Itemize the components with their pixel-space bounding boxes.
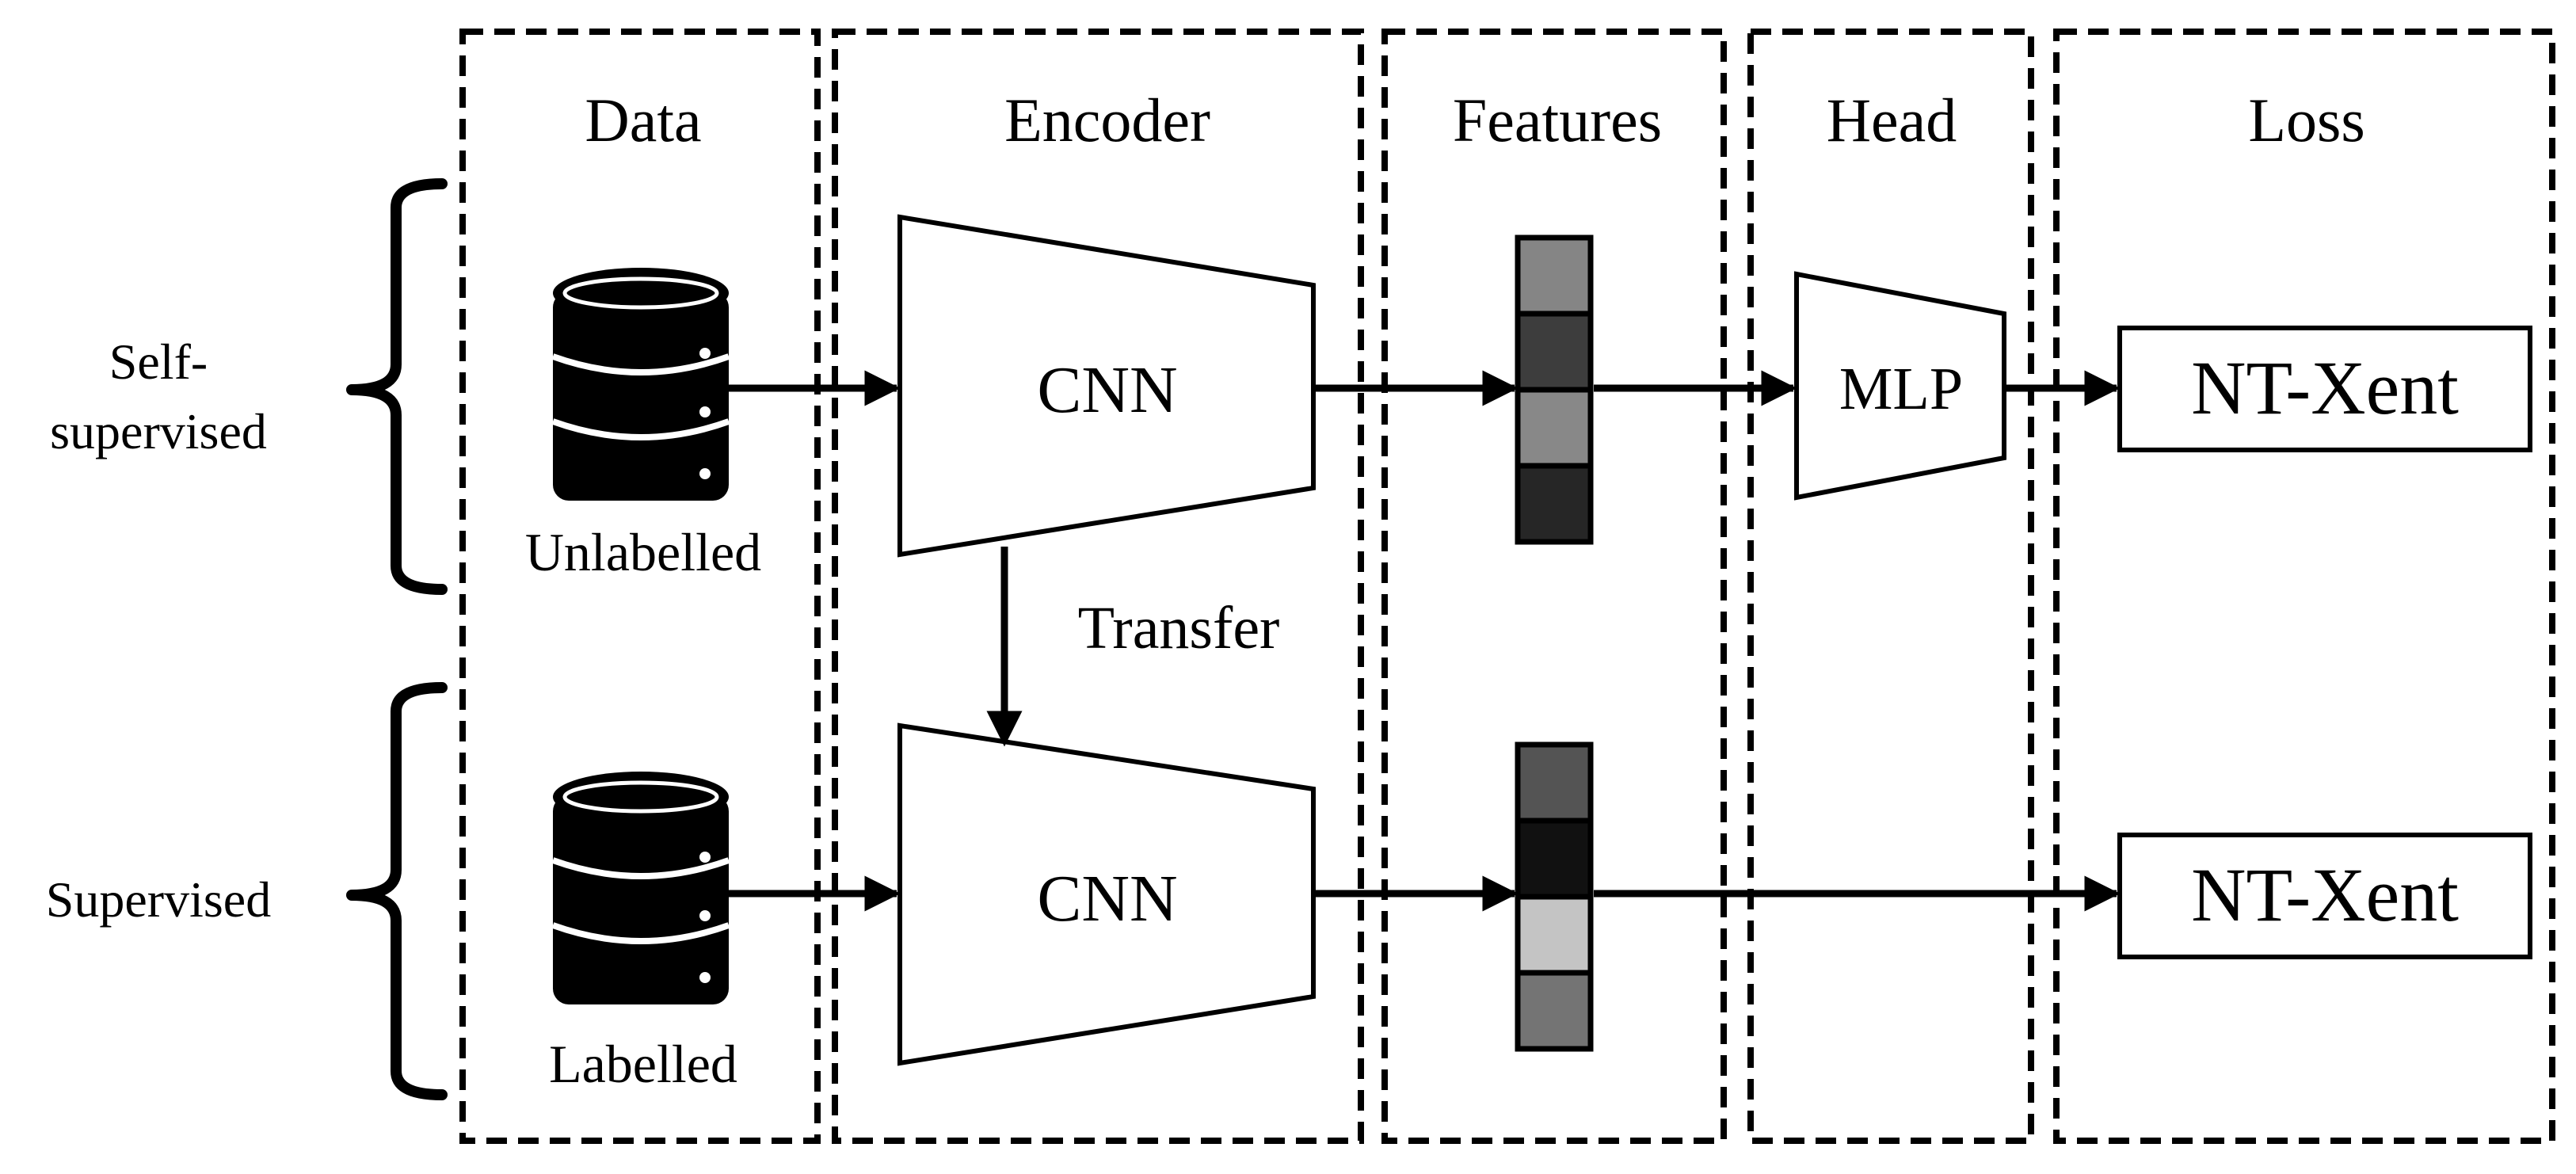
feature-vector-bottom: [1515, 741, 1594, 1052]
database-icon: [551, 772, 730, 1004]
data-column-box: [459, 29, 821, 1144]
head-column-box: [1747, 29, 2034, 1144]
cnn-label-top: CNN: [1037, 353, 1177, 427]
row-label-supervised: Supervised: [46, 871, 271, 928]
feature-cell: [1515, 818, 1594, 900]
column-title-data: Data: [585, 86, 701, 154]
column-title-head: Head: [1827, 86, 1957, 154]
column-boxes: [459, 29, 2555, 1144]
mlp-head: [1794, 271, 2006, 501]
loss-label-bottom: NT-Xent: [2191, 852, 2459, 937]
transfer-label: Transfer: [1078, 595, 1280, 661]
row-label-self-supervised-line1: Self-: [109, 334, 208, 390]
feature-cell: [1515, 463, 1594, 545]
feature-cell: [1515, 741, 1594, 824]
feature-cell: [1515, 970, 1594, 1052]
loss-label-top: NT-Xent: [2191, 345, 2459, 430]
column-title-features: Features: [1453, 86, 1662, 154]
loss-column-box: [2053, 29, 2555, 1144]
column-title-loss: Loss: [2248, 86, 2365, 154]
encoder-column-box: [832, 29, 1364, 1144]
feature-cell: [1515, 234, 1594, 317]
feature-vector-top: [1515, 234, 1594, 545]
brace-self-supervised: [346, 178, 448, 595]
unlabelled-label: Unlabelled: [525, 522, 761, 582]
mlp-label: MLP: [1839, 356, 1963, 422]
cnn-label-bottom: CNN: [1037, 862, 1177, 936]
feature-cell: [1515, 311, 1594, 393]
row-label-self-supervised-line2: supervised: [50, 403, 267, 459]
brace-supervised: [346, 682, 448, 1100]
features-column-box: [1381, 29, 1727, 1144]
database-icon: [551, 268, 730, 501]
feature-cell: [1515, 387, 1594, 469]
column-title-encoder: Encoder: [1004, 86, 1210, 154]
feature-cell: [1515, 894, 1594, 976]
cnn-encoder-top: [897, 214, 1316, 558]
labelled-label: Labelled: [549, 1034, 737, 1094]
cnn-encoder-bottom: [897, 722, 1316, 1066]
